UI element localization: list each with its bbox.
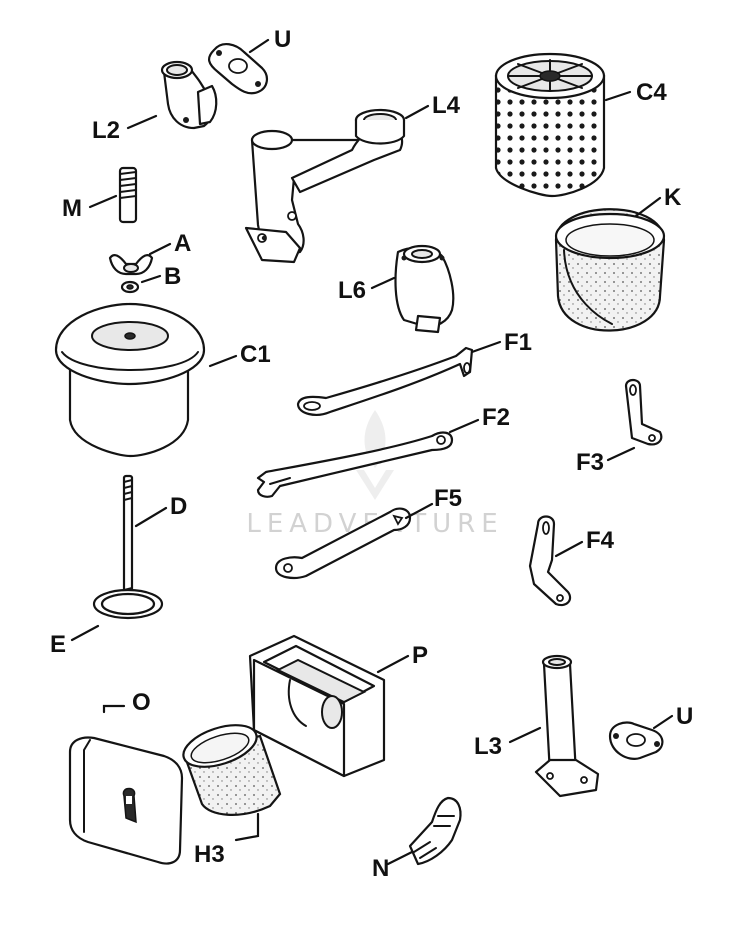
label-b: B <box>164 263 181 290</box>
part-f3-bracket <box>624 378 663 446</box>
label-l2: L2 <box>92 117 120 144</box>
leader-a <box>148 242 172 256</box>
leader-u-top <box>248 38 270 54</box>
label-l6: L6 <box>338 277 366 304</box>
part-e-disc <box>92 588 164 620</box>
part-a-wing-nut <box>108 254 154 276</box>
part-u-gasket-top <box>208 43 268 95</box>
label-k: K <box>664 184 682 211</box>
part-o-cover <box>68 736 184 865</box>
leader-l3 <box>508 726 542 744</box>
leader-m <box>88 194 118 209</box>
leader-c4 <box>604 90 632 102</box>
leader-f1 <box>470 340 502 354</box>
leader-l6 <box>370 276 396 290</box>
label-f4: F4 <box>586 527 615 554</box>
leader-k <box>634 196 662 218</box>
leader-f4 <box>554 540 584 558</box>
label-h3: H3 <box>194 841 225 868</box>
label-f1: F1 <box>504 329 532 356</box>
leader-n <box>386 850 414 866</box>
part-b-washer <box>120 280 140 294</box>
part-f4-bracket <box>528 515 572 607</box>
leader-f5 <box>404 502 434 520</box>
label-e: E <box>50 631 66 658</box>
label-m: M <box>62 195 82 222</box>
leader-f2 <box>448 418 480 434</box>
leader-e <box>70 624 100 642</box>
leader-f3 <box>606 446 636 462</box>
leader-b <box>140 274 162 284</box>
part-d-rod <box>122 474 134 608</box>
label-u-top: U <box>274 26 291 53</box>
part-k-ring <box>554 208 666 332</box>
label-o: O <box>132 689 151 716</box>
part-p-housing <box>248 634 386 778</box>
part-f5-strap <box>274 507 412 579</box>
part-c1-bowl <box>54 302 206 458</box>
leader-d <box>134 506 168 528</box>
part-m-stud <box>118 166 138 224</box>
part-l2-elbow <box>160 60 218 130</box>
label-c1: C1 <box>240 341 271 368</box>
part-u-gasket-bottom <box>608 721 664 760</box>
part-l6-elbow <box>394 244 455 334</box>
label-p: P <box>412 642 428 669</box>
leader-l2 <box>126 114 158 130</box>
leader-o <box>102 704 126 714</box>
label-n: N <box>372 855 389 882</box>
part-l4-manifold <box>244 108 406 264</box>
leader-u-bottom <box>652 714 674 730</box>
leader-l4 <box>404 104 430 120</box>
part-n-hose <box>408 796 462 866</box>
label-d: D <box>170 493 187 520</box>
label-l3: L3 <box>474 733 502 760</box>
label-c4: C4 <box>636 79 667 106</box>
label-a: A <box>174 230 191 257</box>
leader-p <box>376 654 410 674</box>
leader-c1 <box>208 354 238 368</box>
part-h3-sleeve <box>182 724 282 816</box>
part-f1-bracket <box>296 346 474 416</box>
label-f5: F5 <box>434 485 462 512</box>
part-f2-strap <box>256 431 454 498</box>
part-l3-pipe <box>534 654 600 798</box>
leader-h3 <box>234 812 260 842</box>
label-f3: F3 <box>576 449 604 476</box>
label-u-bottom: U <box>676 703 693 730</box>
label-l4: L4 <box>432 92 461 119</box>
part-c4-filter <box>494 52 606 198</box>
label-f2: F2 <box>482 404 510 431</box>
